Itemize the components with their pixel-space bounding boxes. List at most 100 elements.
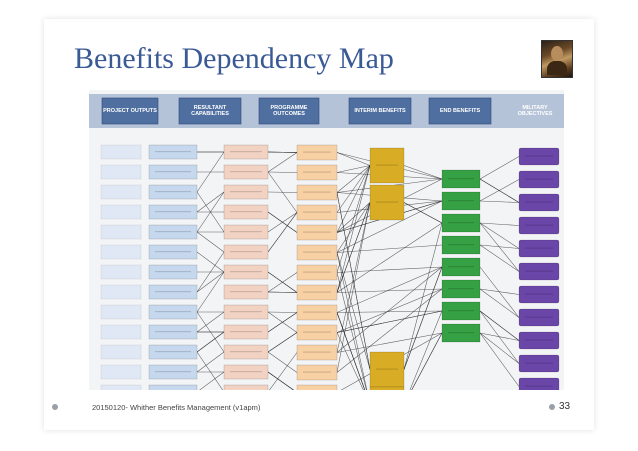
connector-line [479,179,520,202]
connector-line [336,266,443,313]
project-output-ghost-box [100,304,142,320]
connector-line [196,311,225,333]
header-box [101,97,159,125]
box-text-placeholder [230,271,262,273]
connector-line [336,202,371,353]
connector-line [336,288,443,333]
project-output-ghost-box [100,164,142,180]
connector-line [196,351,225,373]
box-text-placeholder [230,291,262,293]
connector-line [479,222,520,226]
connector-line [336,332,443,353]
connector-line [403,222,443,370]
capability-box [223,184,269,200]
portrait-icon [541,40,573,78]
end-benefit-box [441,323,481,343]
connector-line [411,332,443,390]
box-text-placeholder [155,351,191,353]
slide-title: Benefits Dependency Map [74,42,394,75]
box-text-placeholder [230,171,262,173]
box-text-placeholder [525,385,553,387]
connector-line [479,244,520,249]
connector-line [479,332,520,364]
box-text-placeholder [230,251,262,253]
project-output-ghost-box [100,184,142,200]
box-text-placeholder [230,151,262,153]
box-text-placeholder [448,200,474,202]
connector-line [479,244,520,272]
connector-line [336,266,443,273]
capability-box [223,204,269,220]
box-text-placeholder [155,271,191,273]
box-text-placeholder [230,231,262,233]
connector-line [336,202,371,293]
connector-line [196,231,225,253]
military-objective-box [518,239,560,258]
military-objective-box [518,262,560,281]
footer-bullet-icon [549,404,555,410]
box-text-placeholder [155,211,191,213]
project-output-ghost-box [100,384,142,390]
connector-line [336,192,371,370]
connector-line [267,311,298,313]
project-output-ghost-box [100,344,142,360]
header-resultant-capabilities: RESULTANT CAPABILITIES [191,104,229,118]
end-benefit-box [441,191,481,211]
connector-line [479,288,520,318]
box-text-placeholder [525,201,553,203]
connector-line [267,272,298,293]
box-text-placeholder [448,310,474,312]
project-output-ghost-box [100,264,142,280]
connector-line [336,252,371,370]
connector-line [336,165,371,233]
military-objective-box [518,285,560,304]
connector-line [269,352,298,390]
connector-line [336,244,443,253]
slide-footer: 20150120- Whither Benefits Management (v… [44,399,594,419]
box-text-placeholder [525,155,553,157]
slide: Benefits Dependency Map PROJECT OUTPUTS … [44,19,594,430]
military-objective-box [518,147,560,166]
outcome-box [296,324,338,341]
connector-line [403,165,443,180]
box-text-placeholder [376,201,398,203]
box-text-placeholder [525,224,553,226]
box-text-placeholder [155,171,191,173]
project-output-box [148,384,198,390]
box-text-placeholder [155,191,191,193]
military-objective-box [518,308,560,327]
box-text-placeholder [525,339,553,341]
connector-line [336,310,443,313]
box-text-placeholder [303,151,331,153]
box-text-placeholder [230,211,262,213]
outcome-box [296,344,338,361]
connector-line [267,312,298,333]
end-benefit-box [441,169,481,189]
project-output-box [148,184,198,200]
military-objective-box [518,170,560,189]
connector-line [267,151,298,153]
box-text-placeholder [155,151,191,153]
connector-line [267,371,294,390]
box-text-placeholder [525,362,553,364]
end-benefit-box [441,213,481,233]
project-output-ghost-box [100,144,142,160]
connector-line [267,351,298,373]
box-text-placeholder [448,222,474,224]
footer-text: 20150120- Whither Benefits Management (v… [92,403,261,412]
header-box [258,97,320,125]
connector-line [479,332,520,341]
project-output-box [148,244,198,260]
capability-box [223,244,269,260]
project-output-box [148,264,198,280]
connector-line [267,291,298,293]
connector-line [267,371,294,390]
box-text-placeholder [230,311,262,313]
capability-box [223,344,269,360]
military-objective-box [518,354,560,373]
box-text-placeholder [230,351,262,353]
box-text-placeholder [376,368,398,370]
outcome-box [296,164,338,181]
box-text-placeholder [376,164,398,166]
box-text-placeholder [155,251,191,253]
